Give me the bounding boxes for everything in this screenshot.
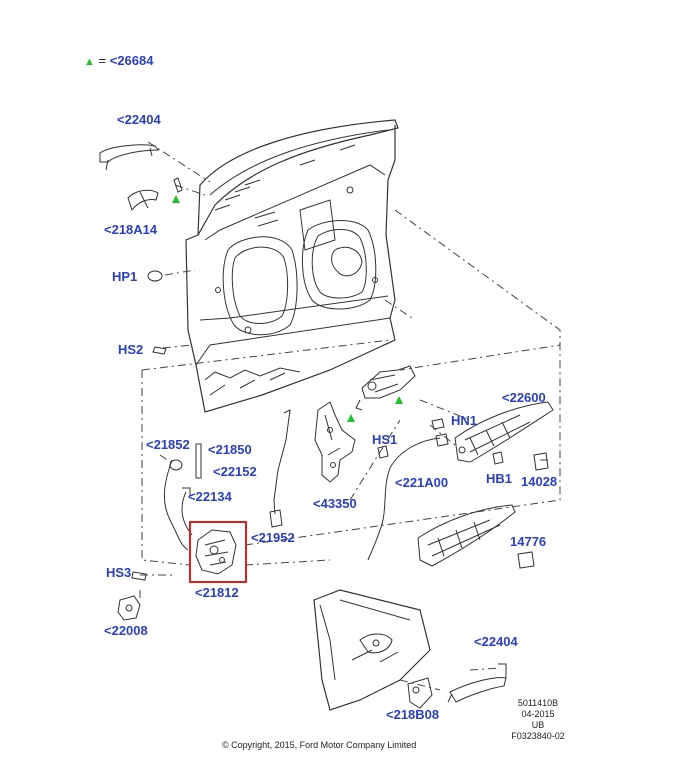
- callout-14028[interactable]: 14028: [521, 474, 558, 489]
- callout-hn1[interactable]: HN1: [451, 413, 478, 428]
- callout-21952[interactable]: <21952: [251, 530, 295, 545]
- switch-plate-14776: [417, 504, 516, 567]
- bolt-hs2: [152, 346, 167, 355]
- interior-handle-22600: [454, 401, 554, 463]
- callout-hp1[interactable]: HP1: [112, 269, 138, 284]
- callout-22404-bottom[interactable]: <22404: [474, 634, 518, 649]
- callout-22134[interactable]: <22134: [188, 489, 232, 504]
- callout-21812[interactable]: <21812: [195, 585, 239, 600]
- triangle-icon: [347, 414, 355, 422]
- callout-22600[interactable]: <22600: [502, 390, 546, 405]
- door-latch-21812: [195, 529, 237, 575]
- handle-bracket-218a14: [127, 189, 159, 212]
- lock-cylinder-assembly: [355, 365, 416, 411]
- callout-hs3[interactable]: HS3: [106, 565, 132, 580]
- cable-221a00: [367, 437, 441, 561]
- legend: ▲ = <26684: [84, 53, 153, 68]
- figure-date: 04-2015: [521, 709, 555, 719]
- cable-end-21852: [169, 459, 183, 471]
- triangle-icon: [172, 195, 180, 203]
- figure-code: 5011410B: [517, 698, 559, 708]
- switch-14028: [533, 452, 549, 471]
- callout-22008[interactable]: <22008: [104, 623, 148, 638]
- screw-hs1: [377, 445, 389, 459]
- striker-22008: [117, 595, 141, 621]
- marker-triangles: [172, 195, 403, 422]
- assembly-guide-lines: [139, 141, 561, 691]
- exterior-handle-top: [99, 144, 159, 171]
- hole-plug-hp1: [147, 270, 163, 282]
- callout-14776[interactable]: 14776: [510, 534, 547, 549]
- figure-id: F0323840-02: [511, 731, 565, 741]
- latch-rod-21850: [195, 443, 202, 479]
- callout-43350[interactable]: <43350: [313, 496, 357, 511]
- legend-ref[interactable]: <26684: [109, 53, 154, 68]
- latch-rod-22152: [273, 409, 291, 515]
- callout-hb1[interactable]: HB1: [486, 471, 513, 486]
- callout-21850[interactable]: <21850: [208, 442, 252, 457]
- callout-21852[interactable]: <21852: [146, 437, 190, 452]
- screw-hs3: [131, 571, 147, 581]
- callout-218b08[interactable]: <218B08: [386, 707, 440, 722]
- screw-top: [173, 177, 183, 193]
- nut-hn1: [431, 418, 445, 430]
- rod-clip-21952: [269, 509, 283, 528]
- switch-14776: [517, 551, 535, 569]
- exterior-handle-bottom: [447, 663, 507, 703]
- callout-221a00[interactable]: <221A00: [395, 475, 449, 490]
- highlight-box-21812: [189, 521, 247, 583]
- figure-meta: 5011410B 04-2015 UB F0323840-02: [506, 698, 570, 742]
- triangle-icon: ▲: [84, 56, 95, 68]
- handle-bracket-218b08: [407, 677, 433, 709]
- check-bracket-43350: [314, 401, 356, 483]
- callout-hs1[interactable]: HS1: [372, 432, 398, 447]
- legend-equals: =: [98, 53, 110, 68]
- door-inner-panel: [185, 119, 399, 413]
- cable-21852: [163, 459, 189, 551]
- door-outer-panel: [313, 589, 431, 711]
- triangle-icon: [395, 396, 403, 404]
- figure-region: UB: [531, 720, 545, 730]
- bolt-hb1: [492, 451, 504, 465]
- callout-218a14[interactable]: <218A14: [104, 222, 158, 237]
- copyright-notice: © Copyright, 2015, Ford Motor Company Li…: [222, 740, 417, 750]
- callout-22152[interactable]: <22152: [213, 464, 257, 479]
- callout-22404-top[interactable]: <22404: [117, 112, 161, 127]
- callout-hs2[interactable]: HS2: [118, 342, 144, 357]
